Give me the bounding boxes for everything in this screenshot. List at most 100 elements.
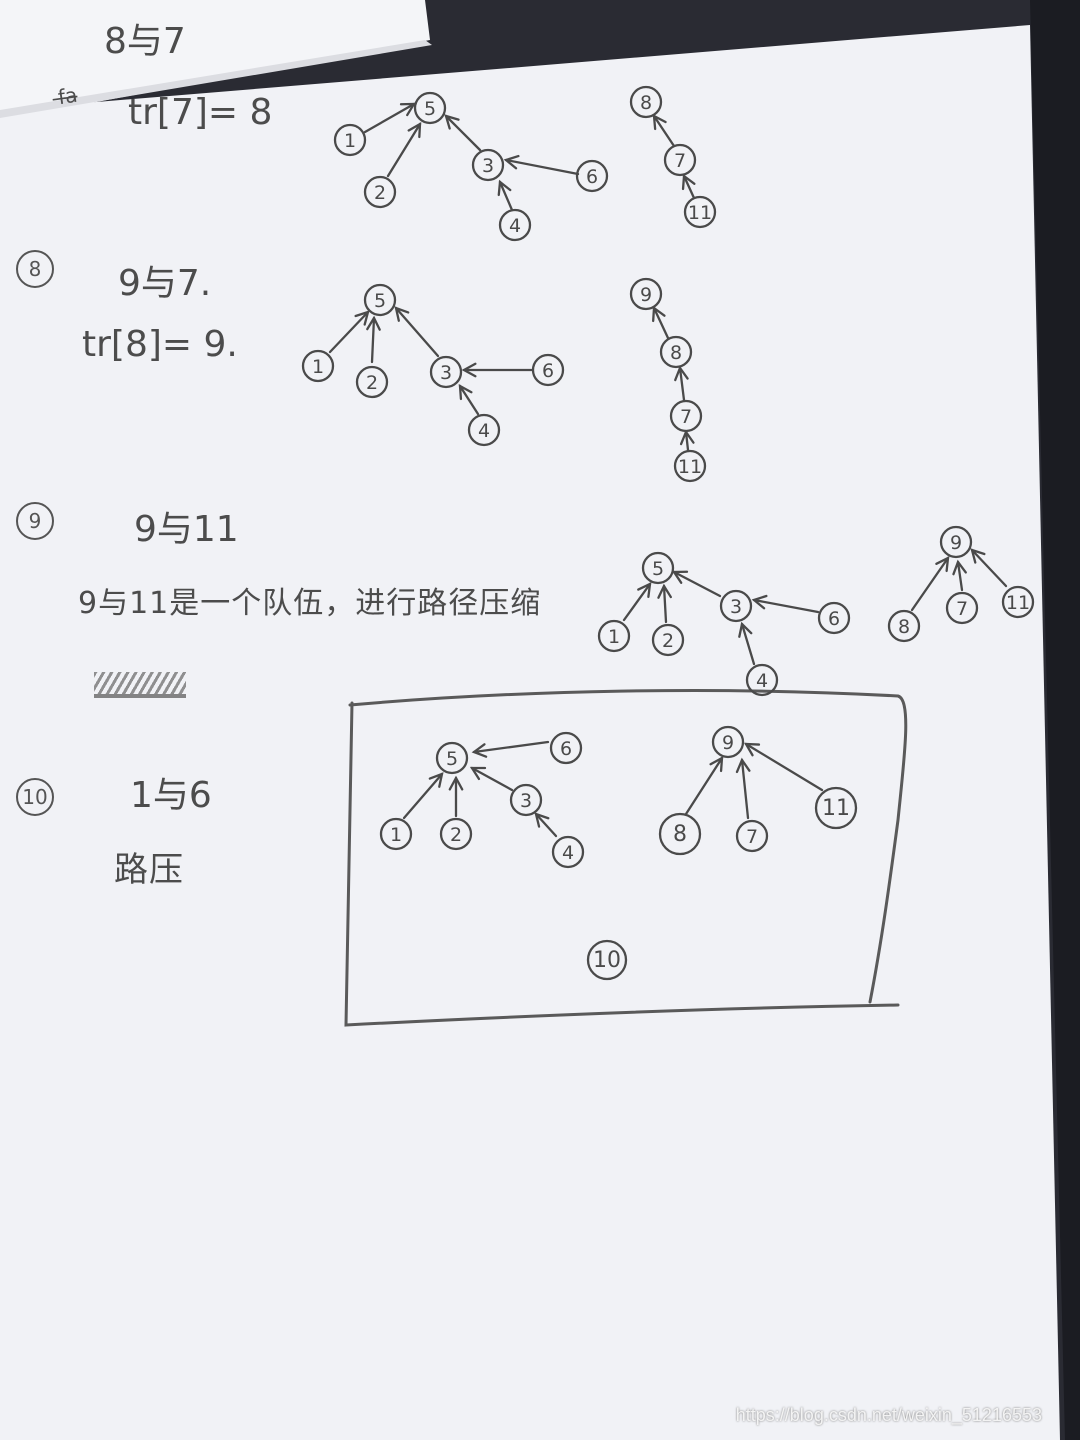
node-label: 3 bbox=[520, 790, 532, 812]
node-circle bbox=[471, 148, 505, 182]
node-circle bbox=[817, 601, 851, 635]
arrow-head bbox=[534, 812, 550, 828]
step10-pair: 1与6 bbox=[130, 775, 212, 816]
node-label: 11 bbox=[678, 456, 702, 478]
node-label: 6 bbox=[542, 360, 554, 382]
step8-pair: 9与7. bbox=[118, 263, 212, 304]
arrow-head bbox=[458, 383, 473, 401]
arrow-head bbox=[637, 582, 652, 599]
node-circle bbox=[379, 817, 413, 851]
node-label: 3 bbox=[730, 596, 742, 618]
edge-arrow bbox=[740, 622, 756, 666]
node-circle bbox=[597, 619, 631, 653]
node-circle bbox=[659, 335, 693, 369]
crossed-out-word bbox=[94, 672, 186, 698]
edge-arrow bbox=[740, 758, 750, 820]
node-label: 2 bbox=[662, 630, 674, 652]
node-circle bbox=[586, 939, 628, 981]
node-circle bbox=[683, 195, 717, 229]
step8-number: 8 bbox=[16, 250, 54, 288]
arrow-head bbox=[407, 121, 422, 139]
node-circle bbox=[467, 413, 501, 447]
arrow-head bbox=[503, 154, 520, 170]
node-label: 4 bbox=[756, 670, 768, 692]
edge-arrow bbox=[472, 740, 550, 754]
node-label: 3 bbox=[440, 362, 452, 384]
edge-arrow bbox=[682, 174, 696, 200]
node-circle bbox=[629, 85, 663, 119]
arrow-head bbox=[444, 114, 460, 130]
step10-note: 路压 bbox=[114, 850, 184, 890]
edge-arrow bbox=[444, 114, 482, 152]
arrow-head bbox=[743, 742, 761, 757]
node-circle bbox=[711, 725, 745, 759]
arrow-head bbox=[469, 766, 487, 781]
node-circle bbox=[413, 91, 447, 125]
arrow-head bbox=[652, 305, 666, 323]
edge-arrow bbox=[970, 548, 1008, 588]
node-circle bbox=[735, 819, 769, 853]
node-label: 2 bbox=[374, 182, 386, 204]
node-circle bbox=[301, 349, 335, 383]
node-label: 1 bbox=[312, 356, 324, 378]
node-circle bbox=[355, 365, 389, 399]
node-circle bbox=[435, 741, 469, 775]
node-circle bbox=[814, 786, 858, 830]
node-label: 9 bbox=[950, 532, 962, 554]
node-circle bbox=[498, 208, 532, 242]
node-label: 10 bbox=[593, 948, 621, 973]
arrow-head bbox=[970, 548, 986, 564]
step10-number: 10 bbox=[16, 778, 54, 816]
arrow-head bbox=[709, 755, 724, 773]
node-label: 1 bbox=[390, 824, 402, 846]
edge-arrow bbox=[534, 812, 558, 838]
arrow-head bbox=[471, 743, 488, 758]
node-circle bbox=[429, 355, 463, 389]
arrow-head bbox=[935, 556, 950, 573]
node-label: 11 bbox=[1006, 592, 1030, 614]
arrow-head bbox=[366, 315, 381, 331]
strikethrough-scribble: f̶a̶ bbox=[56, 82, 79, 110]
edge-arrow bbox=[684, 430, 690, 452]
node-circle bbox=[333, 123, 367, 157]
edge-arrow bbox=[622, 582, 652, 622]
node-circle bbox=[363, 283, 397, 317]
node-label: 4 bbox=[478, 420, 490, 442]
step7-assign: tr[7]= 8 bbox=[128, 92, 273, 133]
edge-arrow bbox=[744, 742, 824, 792]
arrow-head bbox=[428, 772, 444, 788]
node-label: 7 bbox=[956, 598, 968, 620]
edge-arrow bbox=[684, 756, 724, 816]
node-circle bbox=[549, 731, 583, 765]
node-circle bbox=[509, 783, 543, 817]
arrow-head bbox=[681, 173, 696, 191]
step9-number: 9 bbox=[16, 502, 54, 540]
edge-arrow bbox=[328, 310, 370, 354]
node-label: 4 bbox=[509, 215, 521, 237]
edge-arrow bbox=[672, 570, 722, 598]
node-circle bbox=[658, 812, 702, 856]
step7-pair: 8与7 bbox=[104, 21, 186, 62]
node-label: 3 bbox=[482, 155, 494, 177]
node-label: 7 bbox=[746, 826, 758, 848]
node-label: 4 bbox=[562, 842, 574, 864]
node-label: 6 bbox=[560, 738, 572, 760]
edge-arrow bbox=[752, 598, 820, 614]
step9-note: 9与11是一个队伍，进行路径压缩 bbox=[78, 586, 542, 621]
node-circle bbox=[551, 835, 585, 869]
node-label: 2 bbox=[450, 824, 462, 846]
node-circle bbox=[363, 175, 397, 209]
arrow-head bbox=[461, 362, 477, 378]
node-circle bbox=[719, 589, 753, 623]
node-label: 2 bbox=[366, 372, 378, 394]
arrow-head bbox=[448, 775, 464, 791]
arrow-head bbox=[497, 179, 512, 197]
node-circle bbox=[745, 663, 779, 697]
node-circle bbox=[887, 609, 921, 643]
edge-arrow bbox=[910, 556, 950, 612]
node-label: 1 bbox=[344, 130, 356, 152]
node-label: 9 bbox=[640, 284, 652, 306]
